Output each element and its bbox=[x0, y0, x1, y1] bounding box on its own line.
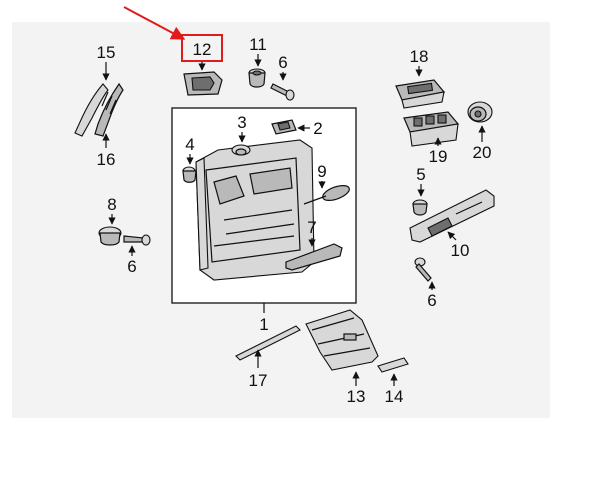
part-12-highlight-box bbox=[181, 34, 223, 62]
label-part-5: 5 bbox=[416, 165, 425, 184]
label-part-1: 1 bbox=[259, 315, 268, 334]
part-11-clip bbox=[248, 68, 266, 88]
part-4-clip bbox=[182, 166, 197, 183]
label-part-20: 20 bbox=[473, 143, 492, 162]
label-part-10: 10 bbox=[451, 241, 470, 260]
part-5-clip bbox=[412, 199, 428, 216]
label-part-19: 19 bbox=[429, 147, 448, 166]
part-8-clip bbox=[98, 226, 122, 246]
label-part-4: 4 bbox=[185, 135, 194, 154]
highlight-arrow bbox=[123, 6, 186, 40]
label-part-7: 7 bbox=[307, 218, 316, 237]
label-part-17: 17 bbox=[249, 371, 268, 390]
part-1-door-trim-panel bbox=[195, 139, 315, 281]
label-part-2: 2 bbox=[313, 119, 322, 138]
label-part-9: 9 bbox=[317, 162, 326, 181]
label-part-3: 3 bbox=[237, 113, 246, 132]
part-18-window-switch bbox=[395, 79, 446, 109]
label-part-11: 11 bbox=[249, 35, 267, 54]
part-6-screw-right bbox=[414, 257, 432, 282]
part-2-handle-bracket bbox=[271, 119, 297, 135]
part-15-16-pillar-trims bbox=[74, 82, 124, 137]
part-14-reflector bbox=[377, 357, 409, 373]
part-3-clip bbox=[231, 144, 251, 156]
part-13-water-shield bbox=[305, 309, 379, 371]
part-19-master-switch bbox=[403, 111, 460, 147]
part-10-trim-strip bbox=[409, 189, 495, 243]
label-part-18: 18 bbox=[410, 47, 429, 66]
leader-10 bbox=[447, 231, 457, 241]
label-part-8: 8 bbox=[107, 195, 116, 214]
part-20-knob bbox=[467, 101, 493, 123]
label-part-14: 14 bbox=[385, 387, 404, 406]
label-part-6-top: 6 bbox=[278, 53, 287, 72]
part-9-handle bbox=[303, 185, 350, 205]
label-part-6-right: 6 bbox=[427, 291, 436, 310]
part-6-screw-top bbox=[270, 83, 295, 101]
part-12-switch-bezel bbox=[183, 71, 223, 96]
label-part-16: 16 bbox=[97, 150, 116, 169]
part-7-armrest-trim bbox=[285, 243, 343, 271]
part-17-weatherstrip bbox=[235, 325, 301, 361]
label-part-13: 13 bbox=[347, 387, 366, 406]
label-part-12: 12 bbox=[193, 40, 212, 59]
part-6-screw-left bbox=[123, 234, 151, 246]
label-part-15: 15 bbox=[97, 43, 116, 62]
label-part-6-left: 6 bbox=[127, 257, 136, 276]
